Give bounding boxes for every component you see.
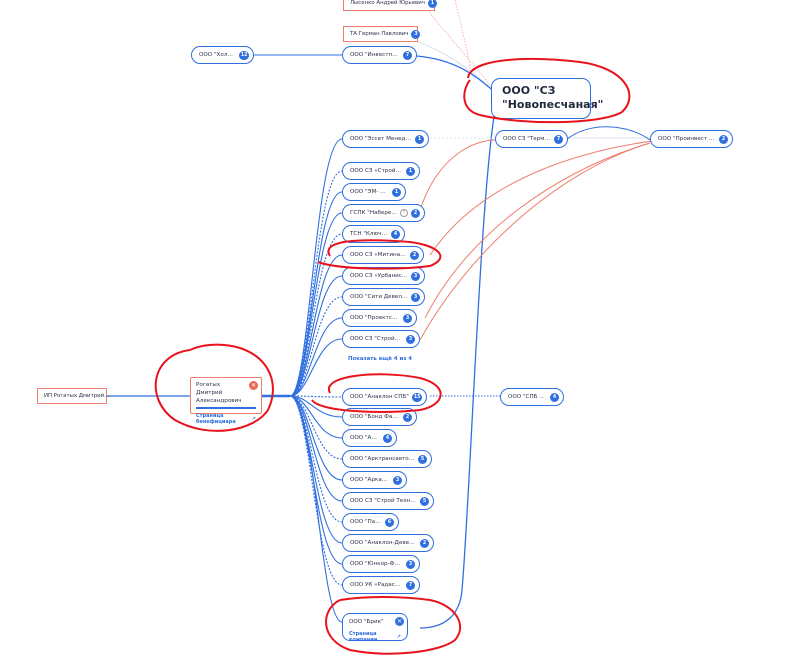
company-node-proinvest[interactable]: ООО "Проинвест Бизнес" 2 bbox=[650, 130, 733, 148]
show-more-link[interactable]: Показать ещё 4 из 4 bbox=[348, 356, 413, 362]
fan-line bbox=[289, 338, 343, 397]
company-node[interactable]: ООО "Аркаренда"3 bbox=[342, 471, 407, 489]
count-badge: 4 bbox=[383, 433, 392, 443]
company-node[interactable]: ООО "Пари"6 bbox=[342, 513, 399, 531]
fan-line bbox=[289, 395, 343, 502]
fan-line bbox=[289, 275, 343, 397]
company-node-terminal[interactable]: ООО СЗ "Терминал" 7 bbox=[495, 130, 568, 148]
count-badge: 7 bbox=[403, 50, 412, 60]
count-badge: 7 bbox=[554, 134, 563, 144]
company-node[interactable]: ООО "Юнкор-Финанс"3 bbox=[342, 555, 420, 573]
focus-company-card[interactable]: ООО "СЗ "Новопесчаная" bbox=[491, 78, 604, 119]
count-badge: 2 bbox=[410, 250, 419, 260]
company-node[interactable]: ООО "Эссет Менеджмент"1 bbox=[342, 130, 429, 148]
count-badge: 12 bbox=[239, 50, 249, 60]
company-node[interactable]: ООО СЗ «Стройнафта»1 bbox=[342, 162, 420, 180]
count-badge: 6 bbox=[385, 517, 394, 527]
count-badge: 4 bbox=[391, 229, 400, 239]
company-node-investprofi[interactable]: ООО "Инвестпрофи" 7 bbox=[342, 46, 417, 64]
external-link-icon: ↗ bbox=[396, 634, 401, 640]
company-node[interactable]: ООО СЗ «Урбанистика»3 bbox=[342, 267, 425, 285]
warning-icon: ! bbox=[400, 209, 408, 217]
count-badge: 1 bbox=[415, 134, 424, 144]
count-badge: 1 bbox=[406, 166, 415, 176]
company-node[interactable]: ООО СЗ «Митина Град»2 bbox=[342, 246, 424, 264]
close-icon[interactable]: ✕ bbox=[249, 381, 258, 390]
count-badge: 3 bbox=[411, 29, 421, 39]
company-node-spb-invest[interactable]: ООО "СПБ Инвест" 4 bbox=[500, 388, 564, 406]
fan-line bbox=[289, 296, 343, 397]
person-node-lysenko[interactable]: Лысенко Андрей Юрьевич 1 bbox=[343, 0, 437, 11]
company-node[interactable]: ООО СЗ "Строй Технологии"5 bbox=[342, 492, 434, 510]
focus-company-title: ООО "СЗ "Новопесчаная" bbox=[502, 84, 604, 111]
count-badge: 2 bbox=[411, 208, 420, 218]
fan-line bbox=[289, 395, 343, 439]
fan-line bbox=[289, 170, 343, 397]
fan-line bbox=[289, 395, 343, 586]
close-icon[interactable]: ✕ bbox=[395, 617, 404, 626]
count-badge: 3 bbox=[406, 334, 415, 344]
company-node[interactable]: ООО "Бонд Файнанс"2 bbox=[342, 408, 417, 426]
brik-name: ООО "Брик" bbox=[349, 619, 384, 625]
count-badge: 3 bbox=[406, 559, 415, 569]
count-badge: 7 bbox=[406, 580, 415, 590]
company-node[interactable]: ГСПК "Набережная...!2 bbox=[342, 204, 425, 222]
person-node-ta[interactable]: ТА Герман Павлович 3 bbox=[343, 26, 421, 42]
count-badge: 5 bbox=[418, 454, 427, 464]
company-node-holding[interactable]: ООО "Холдинг... 12 bbox=[191, 46, 254, 64]
count-badge: 4 bbox=[550, 392, 559, 402]
count-badge: 3 bbox=[411, 271, 420, 281]
company-node[interactable]: ООО "Анаклон-Девелопм...2 bbox=[342, 534, 434, 552]
count-badge: 3 bbox=[393, 475, 402, 485]
fan-line bbox=[289, 317, 343, 397]
count-badge: 1 bbox=[427, 0, 437, 8]
company-node[interactable]: ООО СЗ "Стройпроект"3 bbox=[342, 330, 420, 348]
count-badge: 2 bbox=[420, 538, 429, 548]
company-node[interactable]: ООО "ЭМ- Инвест"1 bbox=[342, 183, 406, 201]
external-link-icon: ↗ bbox=[251, 416, 256, 422]
beneficiary-name: Рогатых Дмитрий Александрович bbox=[196, 382, 242, 404]
ip-node[interactable]: ИП Рогатых Дмитрий... bbox=[37, 388, 109, 404]
count-badge: 5 bbox=[420, 496, 429, 506]
count-badge: 3 bbox=[403, 313, 412, 323]
count-badge: 3 bbox=[411, 292, 420, 302]
brik-company-card[interactable]: ООО "Брик" ✕ Страница компании ↗ bbox=[342, 613, 408, 643]
fan-line bbox=[289, 138, 343, 397]
company-page-link[interactable]: Страница компании ↗ bbox=[349, 631, 401, 643]
fan-line bbox=[289, 395, 343, 623]
fan-line bbox=[289, 395, 343, 544]
count-badge: 1 bbox=[392, 187, 401, 197]
fan-line bbox=[289, 191, 343, 397]
company-node[interactable]: ООО УК «Радасервис»7 bbox=[342, 576, 420, 594]
beneficiary-card[interactable]: Рогатых Дмитрий Александрович ✕ Страница… bbox=[190, 377, 262, 425]
count-badge: 2 bbox=[719, 134, 728, 144]
company-node[interactable]: ООО "Аэой"4 bbox=[342, 429, 397, 447]
company-node[interactable]: ООО "Анаклон СПБ"15 bbox=[342, 388, 427, 406]
divider bbox=[196, 407, 256, 409]
fan-line bbox=[289, 395, 343, 460]
company-node[interactable]: ООО "Сити Девелопмент"3 bbox=[342, 288, 425, 306]
count-badge: 2 bbox=[403, 412, 412, 422]
count-badge: 15 bbox=[412, 392, 422, 402]
beneficiary-page-link[interactable]: Страница бенефициара ↗ bbox=[196, 413, 256, 425]
company-node[interactable]: ТСН "Ключевая...4 bbox=[342, 225, 405, 243]
company-node[interactable]: ООО "Проектстрой"3 bbox=[342, 309, 417, 327]
company-node[interactable]: ООО "Арктрансавто Плюс"5 bbox=[342, 450, 432, 468]
